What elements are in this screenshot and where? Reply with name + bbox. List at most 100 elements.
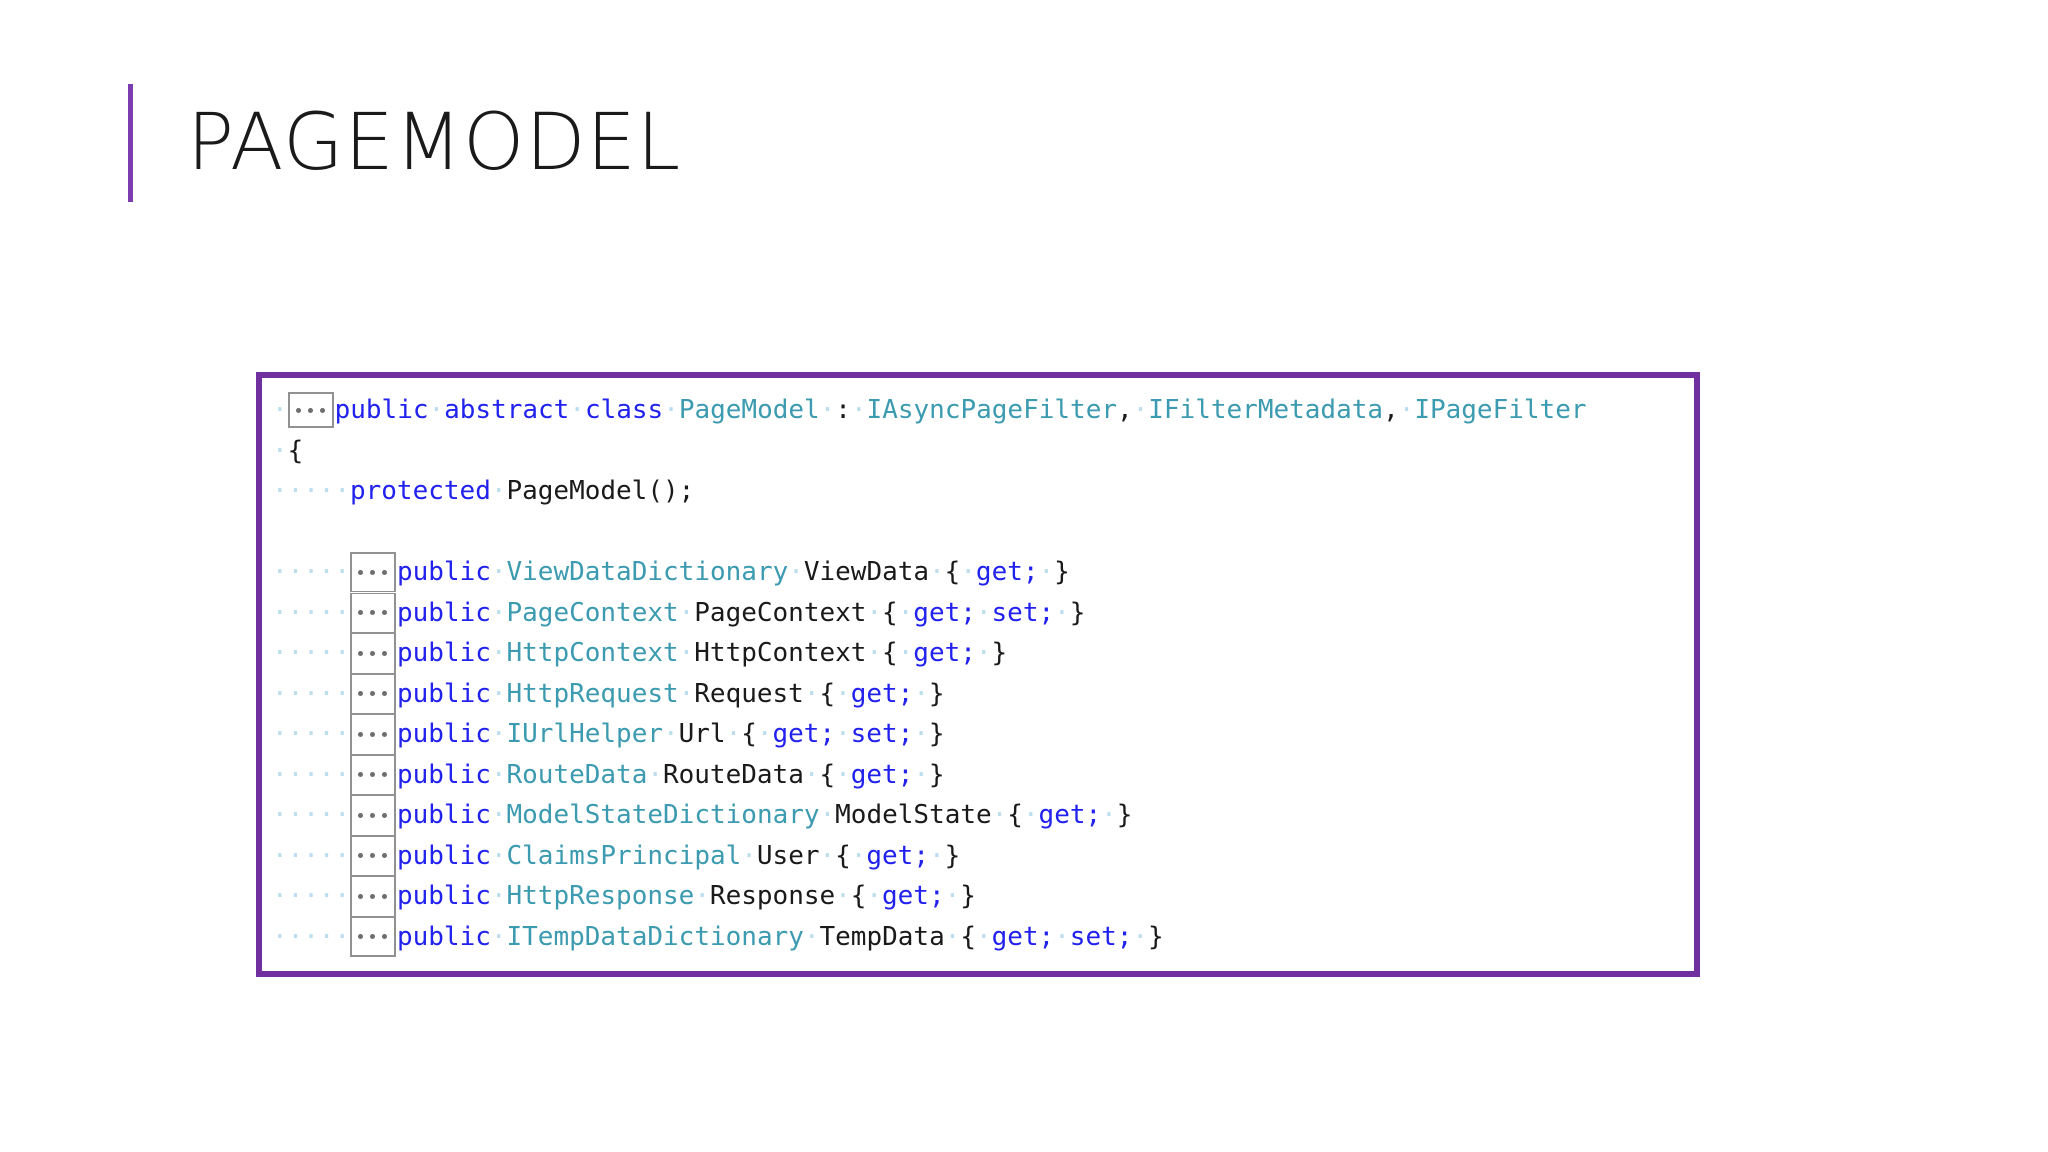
property-type-pagecontext: PageContext — [506, 597, 679, 628]
ellipsis-dots-icon — [358, 570, 388, 576]
ellipsis-dots-icon — [358, 812, 388, 818]
whitespace-indent — [272, 390, 288, 431]
interface-iasyncpagefilter: IAsyncPageFilter — [866, 395, 1117, 425]
ellipsis-dots-icon — [358, 650, 388, 656]
property-name-viewdata: ViewData — [803, 557, 930, 587]
accessor-close-brace: } — [928, 719, 945, 749]
accessor-set: set; — [1069, 921, 1133, 952]
collapse-box-icon[interactable] — [349, 916, 396, 957]
collapse-box-icon[interactable] — [349, 673, 396, 714]
accessor-close-brace: } — [944, 840, 961, 871]
ellipsis-dots-icon — [358, 893, 388, 899]
accessor-open-brace: { — [882, 638, 898, 668]
property-line-list: publicViewDataDictionaryViewData{get;}pu… — [262, 552, 1694, 957]
keyword-public: public — [396, 840, 491, 871]
interface-ipagefilter: IPageFilter — [1414, 395, 1587, 425]
accessor-open-brace: { — [850, 881, 867, 911]
property-type-httprequest: HttpRequest — [506, 678, 679, 709]
collapse-box-icon[interactable] — [287, 392, 334, 429]
accessor-get: get; — [866, 840, 929, 871]
whitespace-indent — [272, 593, 350, 634]
code-line-property-url: publicIUrlHelperUrl{get;set;} — [262, 714, 1694, 755]
keyword-abstract: abstract — [444, 395, 570, 425]
code-line-property-user: publicClaimsPrincipalUser{get;} — [262, 835, 1694, 876]
collapse-box-icon[interactable] — [349, 714, 396, 755]
colon-token: : — [835, 395, 851, 425]
property-type-routedata: RouteData — [506, 759, 648, 790]
property-name-tempdata: TempData — [819, 921, 945, 952]
ellipsis-dots-icon — [358, 933, 388, 939]
property-type-iurlhelper: IUrlHelper — [506, 719, 664, 749]
code-block: public abstract class PageModel : IAsync… — [256, 372, 1700, 977]
code-line-property-viewdata: publicViewDataDictionaryViewData{get;} — [262, 552, 1694, 593]
ellipsis-dots-icon — [358, 610, 388, 616]
title-accent-bar — [128, 84, 133, 202]
ellipsis-dots-icon — [358, 731, 388, 737]
ellipsis-dots-icon — [296, 407, 326, 413]
accessor-open-brace: { — [882, 597, 898, 628]
collapse-box-icon[interactable] — [349, 754, 396, 795]
collapse-box-icon[interactable] — [349, 795, 396, 836]
property-name-url: Url — [678, 719, 726, 749]
collapse-box-icon[interactable] — [349, 876, 396, 917]
property-name-httpcontext: HttpContext — [694, 638, 867, 668]
property-name-modelstate: ModelState — [835, 800, 992, 830]
accessor-close-brace: } — [1116, 800, 1133, 830]
code-line-blank — [262, 512, 1694, 553]
keyword-protected: protected — [349, 476, 491, 506]
whitespace-indent — [272, 917, 350, 958]
whitespace-indent — [272, 714, 350, 755]
keyword-public: public — [396, 557, 491, 587]
collapse-box-icon[interactable] — [349, 835, 396, 876]
accessor-get: get; — [850, 759, 914, 790]
property-type-viewdatadictionary: ViewDataDictionary — [506, 557, 789, 587]
keyword-public: public — [396, 921, 491, 952]
keyword-public: public — [396, 800, 491, 830]
whitespace-indent — [272, 795, 350, 836]
accessor-close-brace: } — [991, 638, 1008, 668]
accessor-open-brace: { — [819, 759, 836, 790]
accessor-set: set; — [991, 597, 1055, 628]
accessor-open-brace: { — [1007, 800, 1023, 830]
accessor-close-brace: } — [928, 678, 945, 709]
keyword-public: public — [396, 759, 491, 790]
accessor-open-brace: { — [960, 921, 976, 952]
code-line-property-modelstate: publicModelStateDictionaryModelState{get… — [262, 795, 1694, 836]
class-name-pagemodel: PageModel — [678, 395, 820, 425]
page-title: PAGEMODEL — [187, 98, 682, 188]
collapse-box-icon[interactable] — [349, 633, 396, 674]
whitespace-indent — [272, 471, 350, 512]
code-line-constructor: protected PageModel(); — [262, 471, 1694, 512]
collapse-box-icon[interactable] — [349, 552, 396, 593]
accessor-get: get; — [975, 557, 1039, 587]
whitespace-indent — [272, 552, 350, 593]
interface-ifiltermetadata: IFilterMetadata — [1148, 395, 1384, 425]
constructor-name: PageModel(); — [506, 476, 695, 506]
code-line-property-request: publicHttpRequestRequest{get;} — [262, 673, 1694, 714]
collapse-box-icon[interactable] — [349, 592, 396, 633]
accessor-get: get; — [772, 719, 836, 749]
keyword-public: public — [396, 638, 491, 668]
property-type-itempdatadictionary: ITempDataDictionary — [506, 921, 804, 952]
keyword-public: public — [396, 719, 491, 749]
property-name-response: Response — [709, 881, 836, 911]
keyword-public: public — [334, 395, 429, 425]
property-type-httpcontext: HttpContext — [506, 638, 679, 668]
accessor-open-brace: { — [944, 557, 961, 587]
accessor-set: set; — [850, 719, 914, 749]
accessor-close-brace: } — [1148, 921, 1164, 952]
code-line-property-tempdata: publicITempDataDictionaryTempData{get;se… — [262, 916, 1694, 958]
keyword-class: class — [584, 395, 664, 425]
whitespace-indent — [272, 431, 288, 472]
property-name-user: User — [756, 840, 820, 871]
accessor-close-brace: } — [1069, 597, 1086, 628]
accessor-open-brace: { — [835, 840, 851, 871]
accessor-close-brace: } — [928, 759, 945, 790]
keyword-public: public — [396, 881, 491, 911]
accessor-get: get; — [913, 597, 976, 628]
keyword-public: public — [396, 597, 491, 628]
whitespace-indent — [272, 755, 350, 796]
accessor-get: get; — [913, 638, 976, 668]
slide-title-block: PAGEMODEL — [128, 84, 681, 202]
